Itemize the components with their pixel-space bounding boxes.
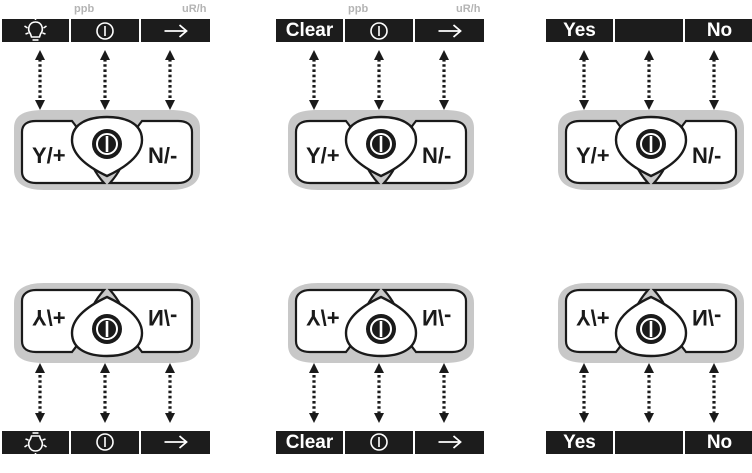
keypad [14,283,200,363]
n-minus-key-label: N/- [422,305,451,330]
softkey-label: Clear [285,20,334,41]
double-arrow [100,363,110,423]
display-bar [2,431,210,455]
y-plus-key-label: Y/+ [576,305,610,330]
double-arrow [644,363,654,423]
display-segment [2,19,69,42]
power-icon [370,433,388,451]
display-segment [2,431,69,454]
display-segment [685,431,752,454]
double-arrow [439,363,449,423]
panel-graphic: Y/+ N/- [546,19,752,190]
y-plus-key-label: Y/+ [306,305,340,330]
power-icon [96,433,114,451]
n-minus-key-label: N/- [422,143,451,168]
double-arrow [309,363,319,423]
double-arrow [709,50,719,110]
power-icon [96,22,114,40]
panel-6: Y/+ N/- Yes No [546,283,752,473]
keypad [288,110,474,190]
double-arrow [374,363,384,423]
double-arrow [35,363,45,423]
double-arrow [165,50,175,110]
arrow-right-icon [438,435,462,449]
power-icon [96,318,118,340]
power-icon [640,133,662,155]
panel-4: Y/+ N/- [2,283,212,473]
softkey-label: No [706,432,733,453]
display-bar [276,19,484,42]
display-bar [546,19,752,42]
keypad [14,110,200,190]
double-arrow [579,50,589,110]
y-plus-key-label: Y/+ [32,305,66,330]
display-bar [546,431,752,454]
display-segment [276,19,343,42]
softkey-label: Yes [563,20,596,41]
double-arrow [579,363,589,423]
n-minus-key-label: N/- [692,143,721,168]
y-plus-key-label: Y/+ [306,143,340,168]
n-minus-key-label: N/- [692,305,721,330]
power-icon [96,133,118,155]
panel-1: Y/+ N/- ppb uR/h [2,0,212,190]
power-icon [370,22,388,40]
softkey-label: Yes [563,432,596,453]
double-arrow [644,50,654,110]
arrow-right-icon [438,24,462,38]
power-icon [640,318,662,340]
bulb-icon [24,18,47,41]
arrow-right-icon [164,435,188,449]
display-segment [685,19,752,42]
bulb-icon [24,432,47,455]
unit-label: uR/h [456,3,481,15]
panel-graphic: Y/+ N/- [2,283,210,455]
double-arrow [35,50,45,110]
display-segment [276,431,343,454]
unit-label: uR/h [182,3,207,15]
panel-graphic: Y/+ N/- [2,18,210,190]
panel-5: Y/+ N/- Clear [276,283,486,473]
keypad [558,110,744,190]
arrow-right-icon [164,24,188,38]
double-arrow [709,363,719,423]
y-plus-key-label: Y/+ [576,143,610,168]
double-arrow [100,50,110,110]
power-icon [370,133,392,155]
double-arrow [309,50,319,110]
panel-2: Y/+ N/- Clear ppb uR/h [276,0,486,190]
keypad [288,283,474,363]
display-bar [276,431,484,454]
n-minus-key-label: N/- [148,143,177,168]
power-icon [370,318,392,340]
softkey-label: Clear [285,432,334,453]
unit-label: ppb [348,3,369,15]
double-arrow [165,363,175,423]
panel-graphic: Y/+ N/- [276,283,484,454]
softkey-label: No [706,20,733,41]
keypad [558,283,744,363]
display-segment [546,431,613,454]
display-segment [615,19,683,42]
y-plus-key-label: Y/+ [32,143,66,168]
unit-label: ppb [74,3,95,15]
n-minus-key-label: N/- [148,305,177,330]
display-segment [546,19,613,42]
panel-graphic: Y/+ N/- [546,283,752,454]
double-arrow [439,50,449,110]
display-segment [615,431,683,454]
panel-3: Y/+ N/- Yes No [546,0,752,190]
panel-graphic: Y/+ N/- [276,19,484,190]
double-arrow [374,50,384,110]
display-bar [2,18,210,42]
